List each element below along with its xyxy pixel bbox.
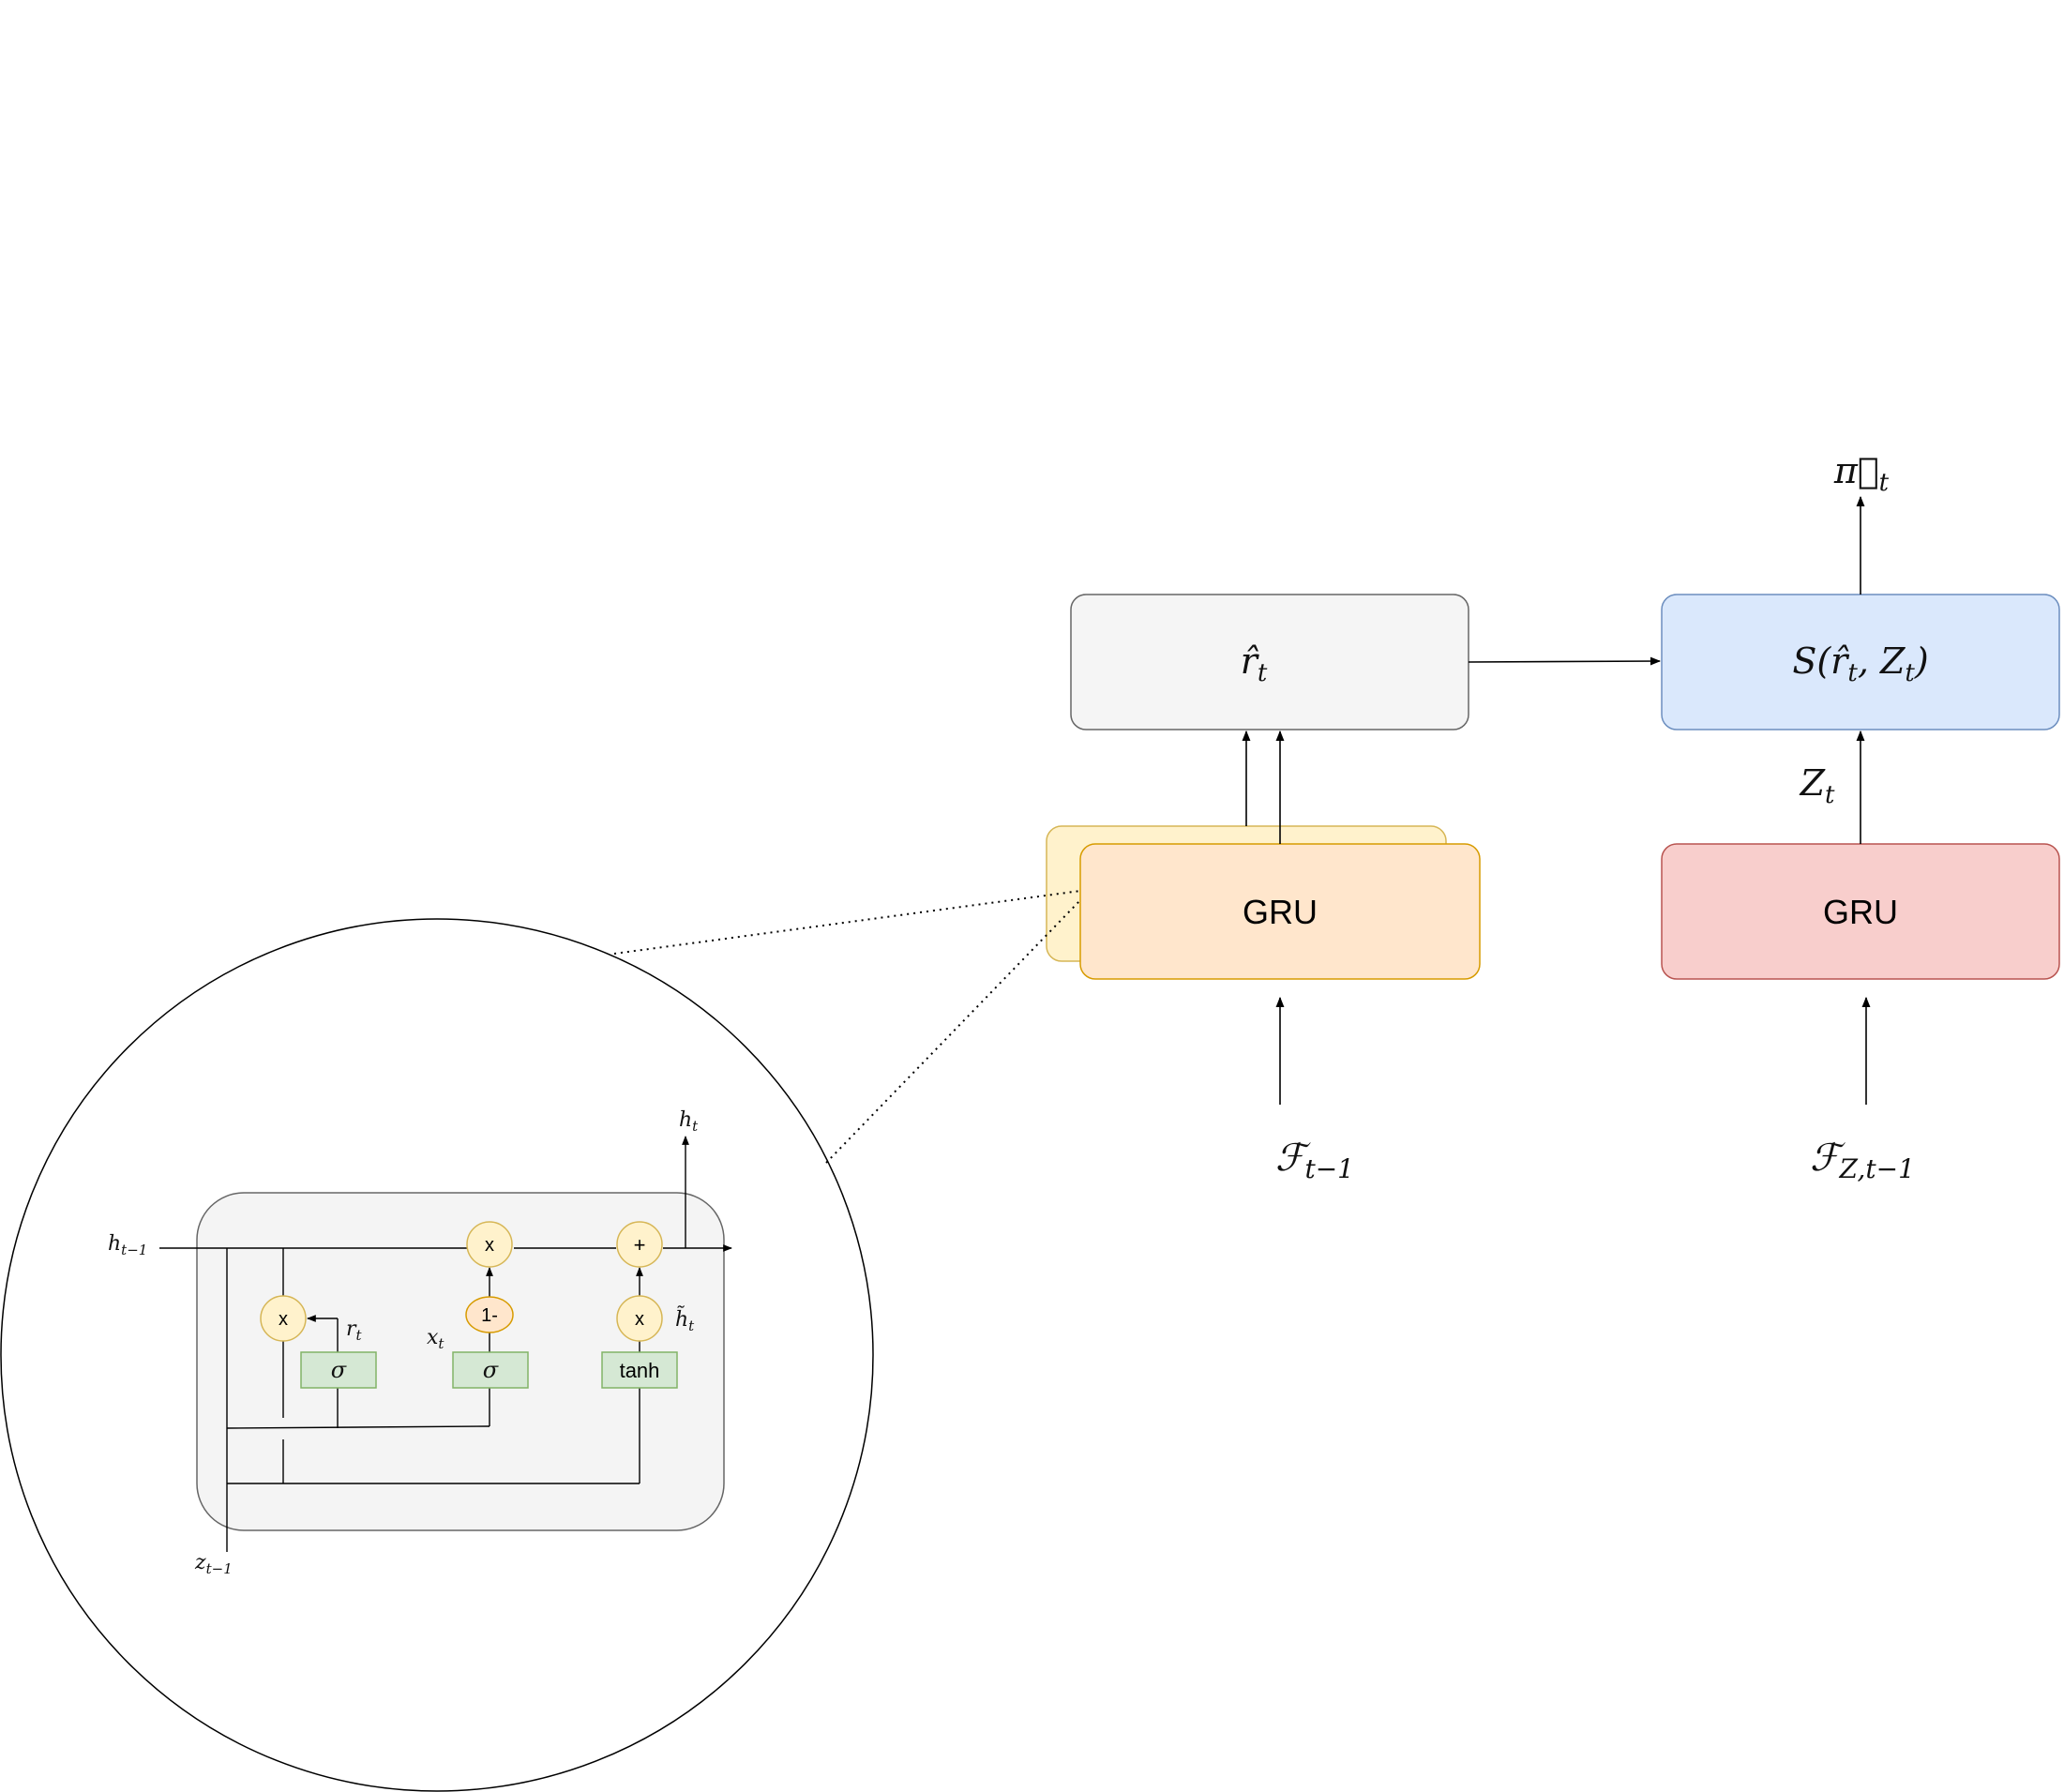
r-hat-label: r̂t [1241,640,1268,687]
multiply-gate-reset-label: x [279,1309,288,1330]
zoom-circle [0,918,874,1792]
multiply-gate-update-label: x [485,1235,494,1256]
sigma-box-update-label: σ [483,1357,499,1383]
z-t-label: Zt [1800,762,1835,809]
sigma-box-update [452,1351,529,1389]
sigma-box-reset [300,1351,377,1389]
r-hat-box [1070,594,1469,730]
sigma-box-reset-label: σ [331,1357,347,1383]
multiply-gate-candidate-label: x [635,1309,644,1330]
multiply-gate-reset [260,1295,307,1342]
arrow-rhat-to-score [1468,656,1662,666]
add-gate [616,1221,663,1268]
multiply-gate-candidate [616,1295,663,1342]
multiply-gate-update [466,1221,513,1268]
gru-right-label: GRU [1823,893,1898,931]
zoom-connector-top [613,890,1081,955]
h-t-label: ht [679,1108,699,1135]
f-right-label: ℱZ,t−1 [1810,1137,1915,1184]
f-left-label: ℱt−1 [1275,1137,1354,1184]
add-gate-label: + [634,1233,646,1257]
one-minus-label: 1- [481,1305,498,1326]
tanh-box [601,1351,678,1389]
score-label: S(r̂t, Zt) [1792,640,1928,687]
bus-line-upper [226,1425,490,1429]
tanh-box-label: tanh [620,1359,660,1382]
gru-left-label: GRU [1243,893,1318,931]
h-tilde-label: h̃t [675,1306,695,1334]
h-prev-label: ht−1 [108,1232,147,1258]
r-t-label: rt [346,1318,363,1344]
x-t-label: xt [427,1326,444,1352]
z-prev-label: zt−1 [194,1551,233,1577]
pi-label: π⃗t [1833,450,1890,497]
zoom-connector-bottom [825,899,1081,1164]
one-minus-gate [465,1296,514,1333]
